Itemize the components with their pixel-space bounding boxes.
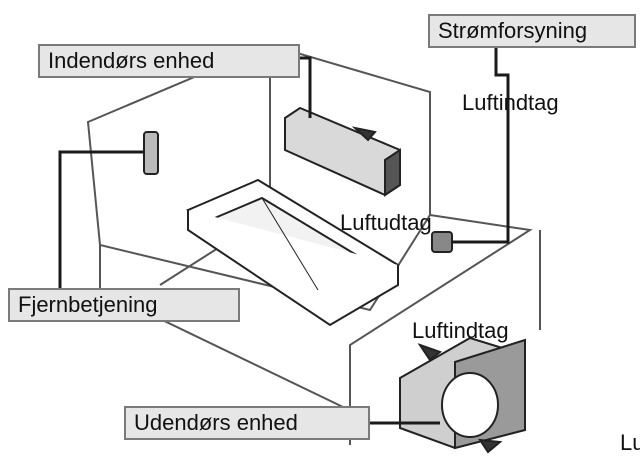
label-air-outlet: Luftudtag (340, 210, 432, 235)
leader-lines (58, 48, 510, 425)
sofa-icon (185, 178, 400, 327)
outdoor-unit-icon (399, 336, 526, 454)
remote-control-icon (143, 131, 159, 175)
label-power-supply: Strømforsyning (428, 14, 636, 48)
power-outlet-icon (431, 231, 453, 253)
label-remote-control: Fjernbetjening (8, 288, 240, 322)
label-indoor-unit: Indendørs enhed (38, 44, 300, 78)
label-cut-off: Lu (620, 430, 640, 455)
label-outdoor-unit: Udendørs enhed (124, 406, 370, 440)
label-air-intake-outdoor: Luftindtag (412, 318, 509, 343)
indoor-unit-icon (284, 106, 401, 197)
label-air-intake-top: Luftindtag (462, 90, 559, 115)
